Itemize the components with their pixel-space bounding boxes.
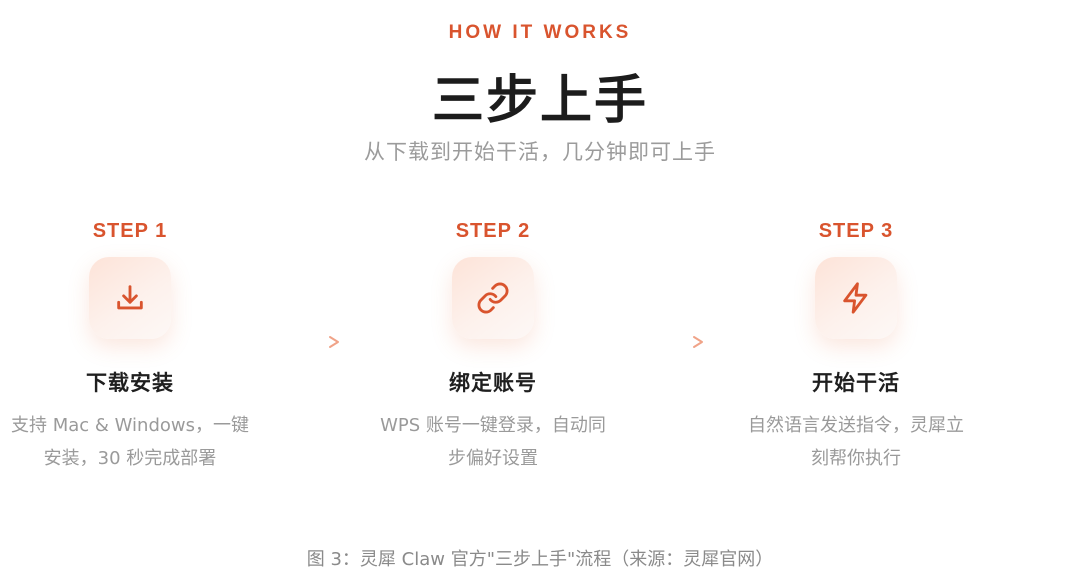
step-description: WPS 账号一键登录，自动同 步偏好设置	[358, 409, 628, 475]
arrow-right-icon	[638, 336, 703, 348]
step-label: STEP 3	[818, 220, 894, 242]
lightning-icon	[843, 282, 868, 314]
step-card-2: STEP 2 绑定账号 WPS 账号一键登录，自动同 步偏好设置	[343, 218, 643, 475]
step-card-1: STEP 1 下载安装 支持 Mac & Windows，一键 安装，30 秒完…	[0, 218, 280, 475]
step-label: STEP 2	[455, 220, 531, 242]
step-title: 开始干活	[812, 371, 900, 395]
step-description-line: 支持 Mac & Windows，一键	[10, 415, 249, 436]
figure-caption: 图 3：灵犀 Claw 官方"三步上手"流程（来源：灵犀官网）	[306, 549, 774, 570]
step-label: STEP 1	[92, 220, 168, 242]
step-description: 自然语言发送指令，灵犀立 刻帮你执行	[721, 409, 991, 475]
step-description-line: 自然语言发送指令，灵犀立	[748, 415, 964, 436]
step-description: 支持 Mac & Windows，一键 安装，30 秒完成部署	[0, 409, 265, 475]
step-icon-box	[89, 257, 171, 339]
step-description-line: 安装，30 秒完成部署	[43, 448, 217, 469]
section-eyebrow: HOW IT WORKS	[448, 22, 632, 43]
step-description-line: WPS 账号一键登录，自动同	[380, 415, 606, 436]
step-description-line: 刻帮你执行	[811, 448, 901, 469]
step-description-line: 步偏好设置	[448, 448, 538, 469]
step-title: 绑定账号	[449, 371, 537, 395]
step-title: 下载安装	[86, 371, 174, 395]
step-card-3: STEP 3 开始干活 自然语言发送指令，灵犀立 刻帮你执行	[706, 218, 1006, 475]
step-icon-box	[815, 257, 897, 339]
step-icon-box	[452, 257, 534, 339]
download-icon	[117, 285, 143, 310]
arrow-right-icon	[274, 336, 339, 348]
page-title: 三步上手	[431, 71, 648, 131]
page-subtitle: 从下载到开始干活，几分钟即可上手	[364, 140, 716, 164]
link-icon	[477, 282, 509, 314]
